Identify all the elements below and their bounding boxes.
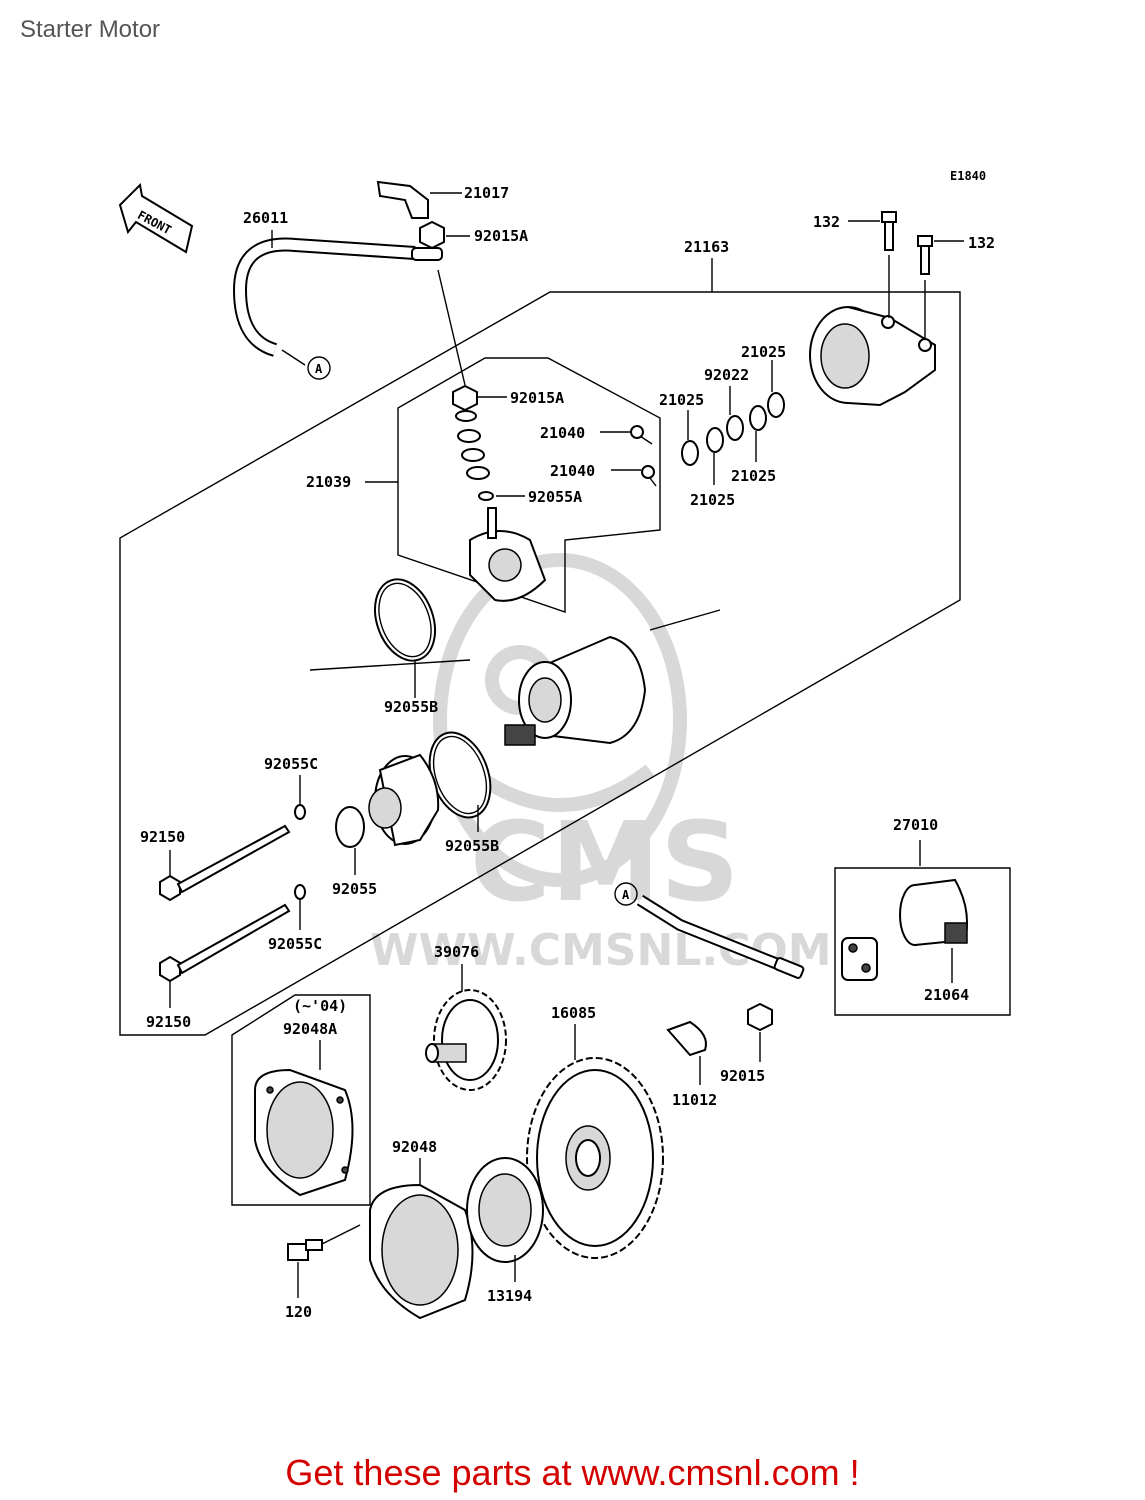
relay-cable	[636, 894, 805, 979]
label-92022: 92022	[704, 366, 749, 384]
label-92048A: 92048A	[283, 1020, 337, 1038]
nut-top	[419, 220, 445, 250]
starter-motor-assembly-outline	[119, 291, 961, 1036]
label-21040-b: 21040	[550, 462, 595, 480]
shaft-axis	[309, 609, 721, 671]
o-ring-92055C-upper	[294, 804, 306, 820]
label-21039: 21039	[306, 473, 351, 491]
label-92055: 92055	[332, 880, 377, 898]
label-120: 120	[285, 1303, 312, 1321]
diagram-code: E1840	[950, 169, 986, 183]
label-132-left: 132	[813, 213, 840, 231]
o-ring-92055	[335, 806, 365, 848]
idle-gear	[425, 989, 507, 1091]
o-ring-92055B-upper	[374, 578, 436, 662]
long-bolt-92150-upper	[159, 824, 291, 902]
starter-relay	[841, 937, 878, 981]
relay-terminal-cap	[666, 1020, 707, 1057]
label-92055A: 92055A	[528, 488, 582, 506]
label-21064: 21064	[924, 986, 969, 1004]
part-labels: A A 21017 26011 92015A 21163 132 132 920…	[140, 184, 995, 1321]
label-21017: 21017	[464, 184, 509, 202]
one-way-clutch	[466, 1157, 544, 1263]
label-21025-a: 21025	[741, 343, 786, 361]
ref-a-bottom-label: A	[622, 888, 630, 902]
shim-washers	[681, 392, 785, 466]
label-39076: 39076	[434, 943, 479, 961]
relay-cover-21064	[899, 878, 968, 946]
starter-cable	[232, 237, 466, 386]
front-cover	[368, 753, 440, 847]
gasket-92048A	[254, 1068, 354, 1197]
label-92150-bottom: 92150	[146, 1013, 191, 1031]
brush-spring-2	[641, 465, 657, 487]
label-16085: 16085	[551, 1004, 596, 1022]
brush-holder-group-outline	[397, 357, 661, 613]
label-13194: 13194	[487, 1287, 532, 1305]
label-21163: 21163	[684, 238, 729, 256]
relay-group-outline	[834, 867, 1011, 1016]
label-11012: 11012	[672, 1091, 717, 1109]
label-92015A-top: 92015A	[474, 227, 528, 245]
page-title: Starter Motor	[20, 16, 161, 43]
ref-a-top-label: A	[315, 362, 323, 376]
nut-92015	[747, 1002, 773, 1032]
label-21025-b: 21025	[659, 391, 704, 409]
ref-a-bottom	[614, 882, 638, 906]
label-92150-top: 92150	[140, 828, 185, 846]
armature-yoke	[504, 635, 647, 746]
end-cover	[809, 306, 936, 407]
terminal-cap	[376, 180, 462, 219]
label-21025-d: 21025	[690, 491, 735, 509]
bolt-132-right	[917, 235, 933, 340]
watermark-logo: CMS	[470, 798, 739, 926]
label-132-right: 132	[968, 234, 995, 252]
bolt-132-left	[881, 211, 897, 318]
ref-a-top	[307, 356, 331, 380]
label-92055C-bottom: 92055C	[268, 935, 322, 953]
washer-stack	[455, 410, 494, 501]
gasket-92048	[369, 1183, 474, 1320]
label-92015: 92015	[720, 1067, 765, 1085]
label-27010: 27010	[893, 816, 938, 834]
o-ring-92055C-lower	[294, 884, 306, 900]
label-92015A: 92015A	[510, 389, 564, 407]
brush-holder-plate	[469, 507, 547, 602]
bolt-120	[287, 1224, 361, 1261]
gasket-group-outline	[231, 994, 371, 1206]
starter-clutch-gear	[526, 1057, 664, 1259]
label-92055B-bottom: 92055B	[445, 837, 499, 855]
long-bolt-92150-lower	[159, 903, 291, 983]
label-year-note: (~'04)	[293, 997, 347, 1015]
front-arrow-icon: FRONT	[118, 182, 194, 254]
label-21025-c: 21025	[731, 467, 776, 485]
label-92048: 92048	[392, 1138, 437, 1156]
label-26011: 26011	[243, 209, 288, 227]
label-92055C-top: 92055C	[264, 755, 318, 773]
footer-link[interactable]: Get these parts at www.cmsnl.com !	[285, 1452, 860, 1493]
brush-spring-1	[630, 425, 653, 445]
nut-92015A	[452, 384, 478, 412]
label-92055B-top: 92055B	[384, 698, 438, 716]
label-21040-a: 21040	[540, 424, 585, 442]
